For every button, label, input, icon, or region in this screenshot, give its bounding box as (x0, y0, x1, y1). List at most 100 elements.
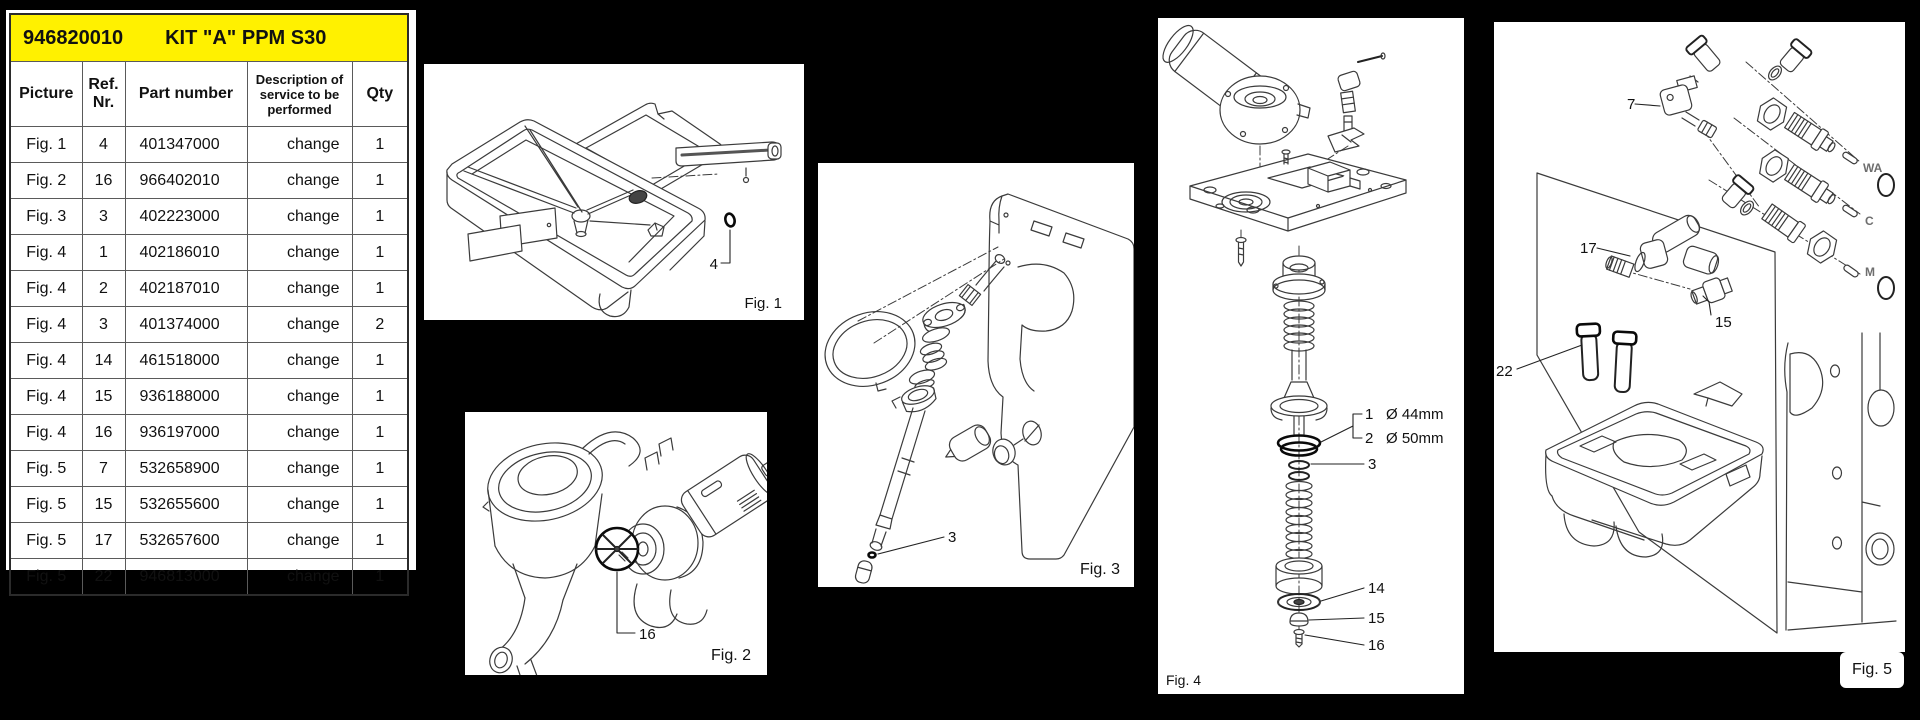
cell-part: 936188000 (124, 378, 248, 415)
cell-part: 946813000 (124, 558, 248, 596)
cell-picture: Fig. 5 (9, 450, 83, 487)
cell-picture: Fig. 4 (9, 414, 83, 451)
fig3-bracket-plate (987, 193, 1134, 560)
figure-2-drawing: 16 (482, 431, 767, 675)
cell-description: change (246, 450, 353, 487)
cell-picture: Fig. 4 (9, 234, 83, 271)
figure-5-drawing: 7 17 15 22 WA C M (1496, 34, 1897, 634)
fig5-label-box: Fig. 5 (1840, 652, 1904, 688)
cell-part: 402223000 (124, 198, 248, 235)
fig1-front-tray (446, 119, 706, 318)
cell-part: 402187010 (124, 270, 248, 307)
fig5-port-c: C (1865, 214, 1874, 228)
kit-number: 946820010 (23, 26, 124, 49)
cell-ref: 15 (81, 486, 126, 523)
figure-5-panel: 7 17 15 22 WA C M (1494, 22, 1905, 652)
cell-part: 401347000 (124, 126, 248, 163)
figure-1-panel: 4 Fig. 1 (424, 64, 804, 320)
fig5-connector-row-wa (1756, 38, 1858, 165)
fig3-steam-pipe (854, 254, 1006, 584)
parts-table: 946820010 KIT "A" PPM S30 Picture Ref. Nr… (9, 13, 410, 596)
cell-description: change (246, 234, 353, 271)
cell-description: change (246, 162, 353, 199)
fig4-label: Fig. 4 (1166, 672, 1202, 688)
fig4-callout-2: 2 (1365, 430, 1373, 447)
header-picture: Picture (9, 61, 83, 127)
cell-picture: Fig. 4 (9, 342, 83, 379)
fig3-callout-3: 3 (948, 529, 956, 546)
fig4-callout-14: 14 (1368, 580, 1385, 597)
figure-4-drawing: 1 Ø 44mm 2 Ø 50mm 3 14 15 16 (1162, 24, 1444, 654)
fig5-port-wa: WA (1863, 161, 1883, 175)
cell-part: 532655600 (124, 486, 248, 523)
header-qty: Qty (351, 61, 409, 127)
cell-picture: Fig. 2 (9, 162, 83, 199)
fig5-callout-22: 22 (1496, 363, 1513, 380)
fig4-callout-leaders (1304, 413, 1365, 646)
cell-description: change (246, 306, 353, 343)
fig2-callout-16: 16 (639, 626, 656, 643)
fig5-callout-15: 15 (1715, 314, 1732, 331)
fig5-machine-block (1784, 332, 1897, 631)
fig5-connector-row-c (1759, 149, 1858, 218)
fig5-elbow-part7 (1634, 34, 1721, 139)
figure-2-panel: 16 Fig. 2 (465, 412, 767, 675)
cell-ref: 2 (81, 270, 126, 307)
cell-description: change (246, 198, 353, 235)
fig2-motor (680, 453, 767, 538)
cell-ref: 7 (81, 450, 126, 487)
cell-part: 532657600 (124, 522, 248, 559)
cell-part: 402186010 (124, 234, 248, 271)
cell-picture: Fig. 3 (9, 198, 83, 235)
fig1-callout-4: 4 (710, 256, 718, 273)
cell-ref: 16 (81, 162, 126, 199)
table-header-row: Picture Ref. Nr. Part number Description… (9, 61, 409, 127)
fig2-impeller-part16 (594, 526, 640, 634)
fig3-label: Fig. 3 (1079, 561, 1120, 578)
cell-ref: 15 (81, 378, 126, 415)
fig5-port-m: M (1865, 265, 1875, 279)
cell-ref: 1 (81, 234, 126, 271)
cell-part: 401374000 (124, 306, 248, 343)
kit-title-row: 946820010 KIT "A" PPM S30 (9, 13, 409, 62)
fig5-oring-right-bottom (1877, 276, 1895, 300)
fig1-oring-part4 (720, 212, 736, 264)
cell-qty: 1 (351, 162, 409, 199)
cell-description: change (246, 378, 353, 415)
fig2-doser-cup (482, 431, 641, 675)
cell-ref: 22 (81, 558, 126, 596)
fig3-canister (824, 311, 916, 392)
cell-description: change (246, 270, 353, 307)
cell-picture: Fig. 5 (9, 522, 83, 559)
figure-3-panel: 3 Fig. 3 (818, 163, 1134, 587)
cell-ref: 16 (81, 414, 126, 451)
kit-name: KIT "A" PPM S30 (165, 26, 327, 49)
cell-picture: Fig. 5 (9, 486, 83, 523)
fig2-label: Fig. 2 (710, 647, 751, 664)
cell-picture: Fig. 4 (9, 306, 83, 343)
cell-description: change (246, 486, 353, 523)
cell-part: 532658900 (124, 450, 248, 487)
figure-1-drawing: 4 (446, 102, 782, 318)
cell-picture: Fig. 4 (9, 378, 83, 415)
fig4-top-fitting (1259, 52, 1386, 187)
fig4-callout-3: 3 (1368, 456, 1376, 473)
fig4-mounting-plate (1189, 149, 1407, 267)
cell-description: change (246, 558, 353, 596)
cell-qty: 1 (351, 414, 409, 451)
cell-qty: 1 (351, 450, 409, 487)
cell-qty: 1 (351, 486, 409, 523)
fig5-y-valve-part17 (1596, 214, 1720, 278)
